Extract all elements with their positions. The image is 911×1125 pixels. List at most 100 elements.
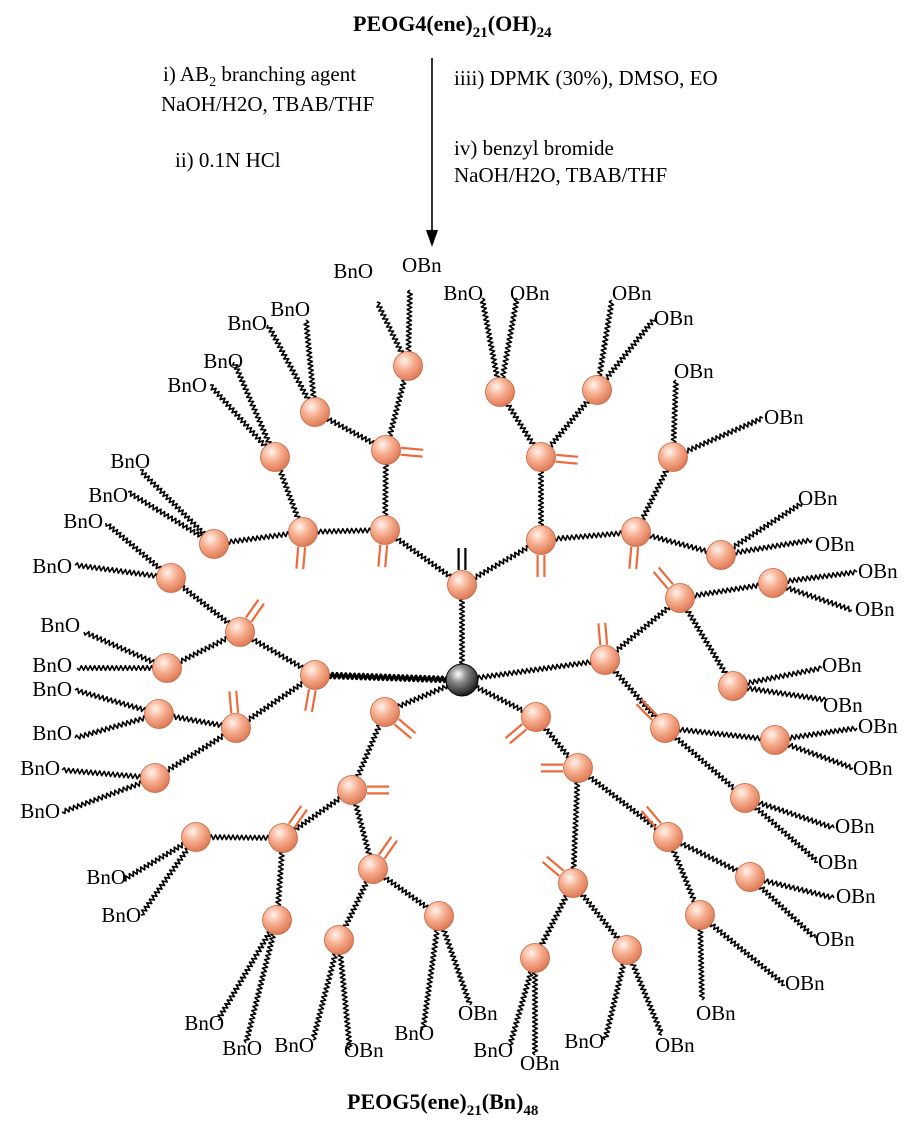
ene-bond [228,691,233,714]
branching-unit [612,935,642,965]
ene-bond [400,453,423,458]
end-group-label: BnO [32,721,72,745]
end-group-label: OBn [655,1033,695,1057]
end-group-label: OBn [798,486,838,510]
branching-unit [735,862,765,892]
end-group-label: OBn [858,714,898,738]
peo-chain [624,949,664,1036]
branching-unit [225,617,255,647]
peo-chain [679,580,774,601]
ene-bond [640,698,658,716]
peo-chain [497,297,520,393]
peo-chain [243,919,279,1044]
peo-chain [61,767,156,781]
branching-unit [758,568,788,598]
peo-chain [140,836,197,916]
branching-unit [653,822,683,852]
end-group-label: OBn [822,653,862,677]
end-group-label: BnO [203,349,243,373]
peo-chain [604,597,681,662]
end-group-label: BnO [333,259,373,283]
end-group-label: BnO [20,799,60,823]
branching-unit [370,697,400,727]
end-group-label: OBn [510,281,550,305]
branching-unit [424,901,454,931]
end-group-label: BnO [184,1011,224,1035]
branching-unit [152,653,182,683]
peo-chain [303,319,318,413]
ene-bond [384,545,389,568]
end-group-label: OBn [836,884,876,908]
branching-unit [650,713,680,743]
branching-unit [260,442,290,472]
branching-unit [181,822,211,852]
end-group-label: BnO [32,653,72,677]
end-group-label: OBn [520,1051,560,1075]
peo-chain [577,767,669,839]
dendrimer-units [140,351,790,973]
ene-bond [645,805,662,825]
peo-chain [436,915,473,1006]
ene-bond [635,703,653,721]
end-group-label: OBn [764,405,804,429]
branching-unit [706,540,736,570]
ene-bond [652,571,669,590]
branching-unit [526,525,556,555]
peo-chain [313,671,464,684]
ene-bond [383,839,398,860]
peo-chain [74,562,172,581]
branching-unit [526,442,556,472]
ene-bond [293,808,308,829]
end-group-label: BnO [110,449,150,473]
end-group-label: OBn [458,1001,498,1025]
peo-chain [699,914,786,987]
peo-chain [531,957,539,1056]
branching-unit [558,868,588,898]
reaction-arrow [426,58,438,247]
end-group-label: BnO [32,677,72,701]
branching-unit [300,660,330,690]
end-group-label: BnO [101,903,141,927]
end-group-label: OBn [815,532,855,556]
branching-unit [393,351,423,381]
branching-unit [718,671,748,701]
branching-unit [140,763,170,793]
ene-bond [295,546,300,569]
branching-unit [358,854,388,884]
peo-chain [603,659,667,729]
ene-bond [377,836,393,856]
peo-chain [749,877,816,938]
peo-chain [235,673,316,730]
step-i-text: i) AB2 branching agent [163,62,356,90]
end-group-label: BnO [270,297,310,321]
peo-chain [720,537,813,558]
branching-unit [665,583,695,613]
ene-bond [597,623,602,646]
conditions-left: i) AB2 branching agent NaOH/H2O, TBAB/TH… [161,62,374,172]
end-group-label: BnO [167,373,207,397]
ene-bond [628,546,633,569]
ene-bond [310,690,317,713]
end-group-label: BnO [40,613,80,637]
peo-chain [672,416,764,459]
peo-chain [664,727,746,800]
step-iii-text: iiii) DPMK (30%), DMSO, EO [454,66,718,90]
peo-chain [420,915,442,1031]
branching-unit [288,517,318,547]
end-group-label: OBn [344,1038,384,1062]
ene-bond [244,599,260,619]
ene-bond [635,547,640,570]
branching-unit [268,823,298,853]
peo-chain [720,502,803,557]
branching-unit [730,783,760,813]
end-group-label: BnO [86,865,126,889]
ene-bond [304,689,311,711]
end-group-label: BnO [32,554,72,578]
end-group-label: BnO [564,1029,604,1053]
end-group-label: OBn [654,306,694,330]
peo-chain [667,836,751,878]
peo-chain [154,726,237,780]
peo-chain [127,490,215,545]
peo-chain [664,725,776,743]
